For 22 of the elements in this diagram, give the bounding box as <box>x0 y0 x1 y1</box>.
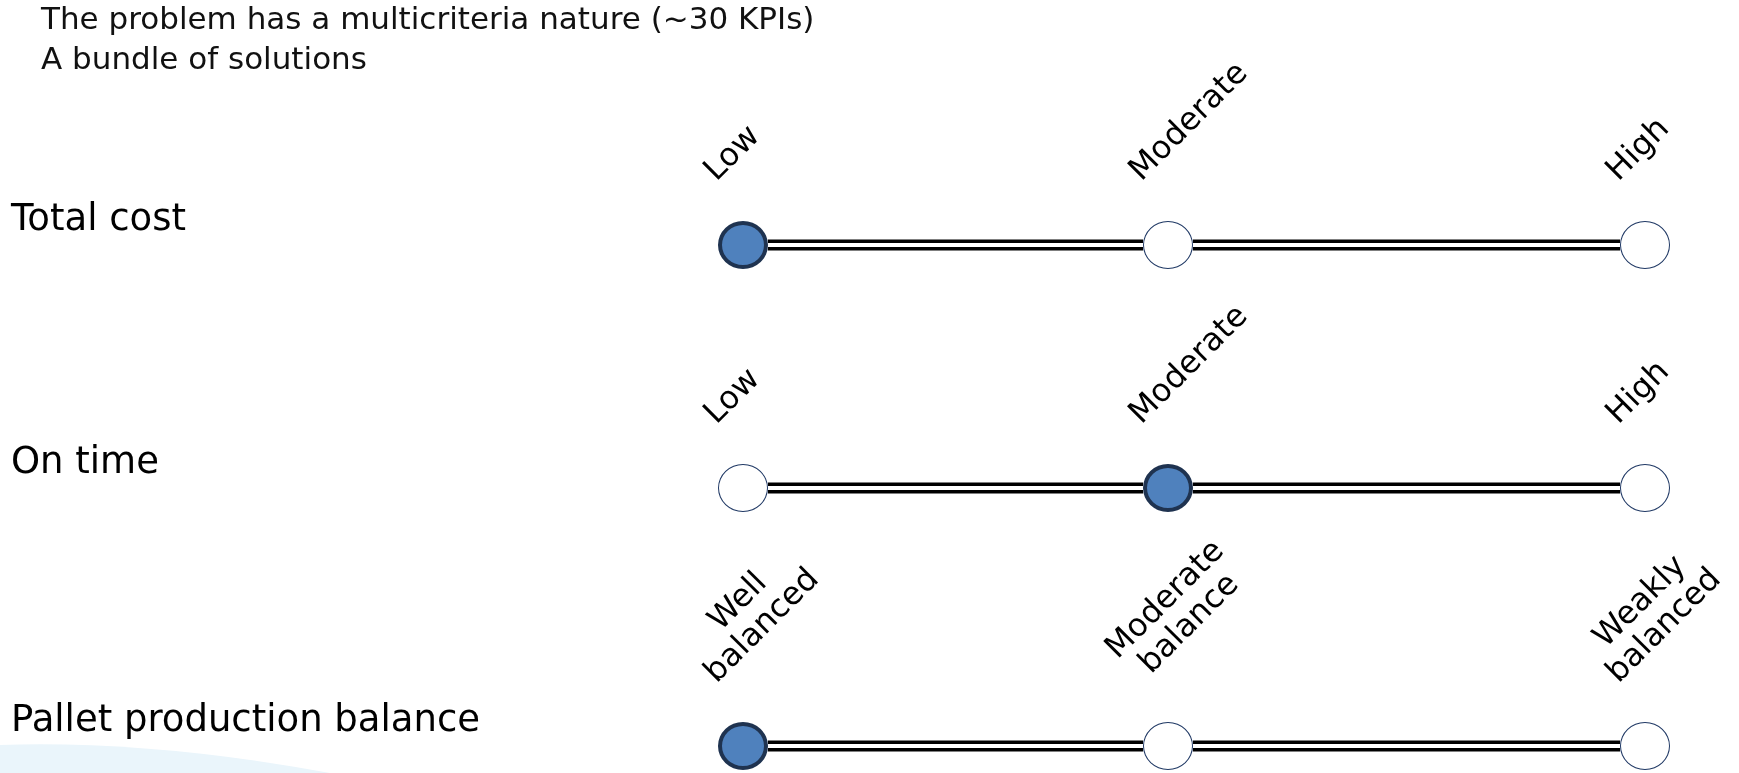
double-line-connector <box>768 239 1143 251</box>
filled-circle-marker <box>1143 464 1193 512</box>
criterion-label: Pallet production balance <box>11 696 481 740</box>
double-line-connector <box>1193 482 1620 494</box>
bullet-text: A bundle of solutions <box>41 40 367 76</box>
scale-level-label: Low <box>697 118 766 187</box>
empty-circle-marker <box>1620 722 1670 770</box>
empty-circle-marker <box>1143 722 1193 770</box>
double-line-connector <box>768 740 1143 752</box>
double-line-connector <box>768 482 1143 494</box>
bullet-text: The problem has a multicriteria nature (~30 KPIs) <box>41 0 815 36</box>
empty-circle-marker <box>718 464 768 512</box>
criterion-label: On time <box>11 438 159 482</box>
empty-circle-marker <box>1143 221 1193 269</box>
empty-circle-marker <box>1620 221 1670 269</box>
criterion-label: Total cost <box>11 195 186 239</box>
filled-circle-marker <box>718 221 768 269</box>
double-line-connector <box>1193 239 1620 251</box>
double-line-connector <box>1193 740 1620 752</box>
scale-level-label: Low <box>697 361 766 430</box>
empty-circle-marker <box>1620 464 1670 512</box>
filled-circle-marker <box>718 722 768 770</box>
